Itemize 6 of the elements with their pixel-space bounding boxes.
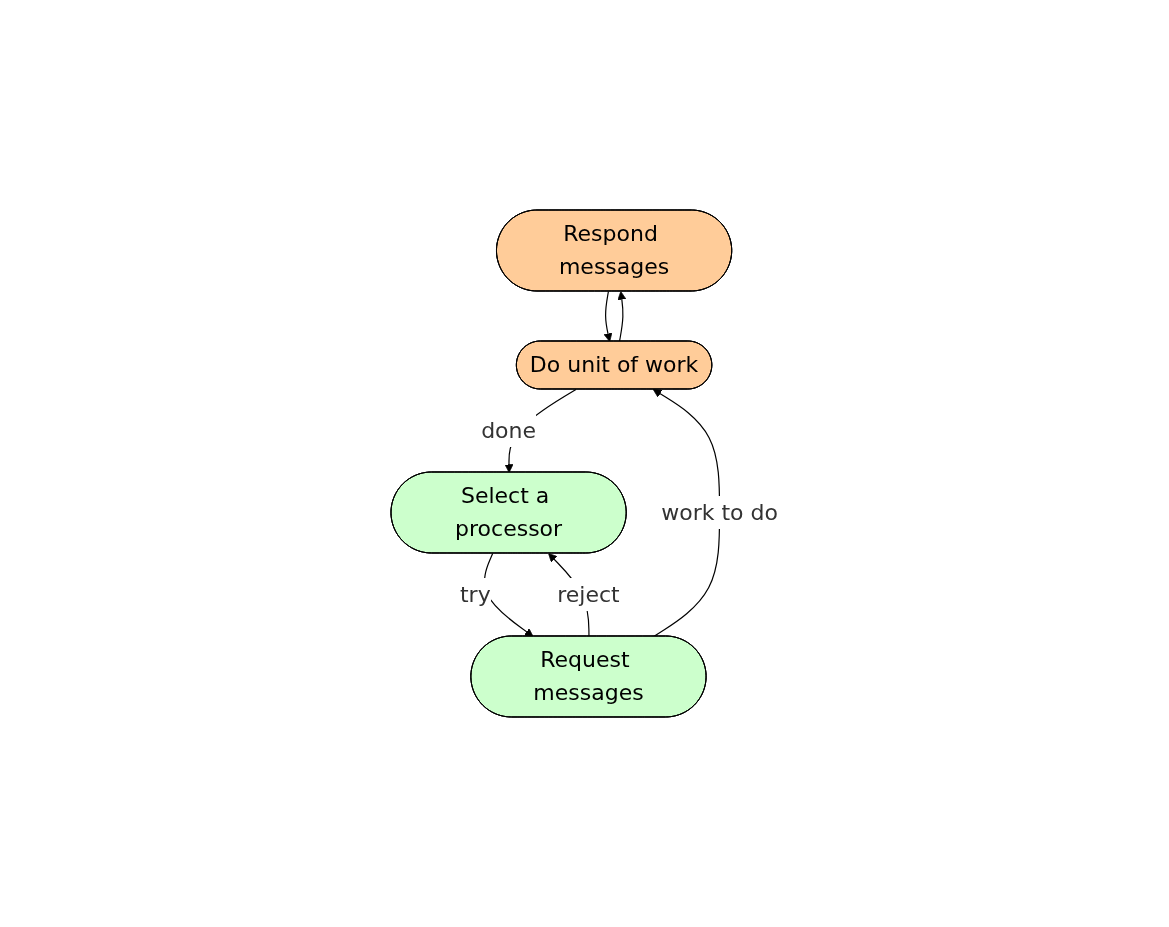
arrow (603, 290, 613, 342)
edge-label: try (459, 581, 491, 607)
arrow (617, 291, 627, 343)
edge-label: reject (557, 581, 620, 607)
edge-label: work to do (661, 499, 778, 525)
edge-label: done (481, 417, 537, 443)
